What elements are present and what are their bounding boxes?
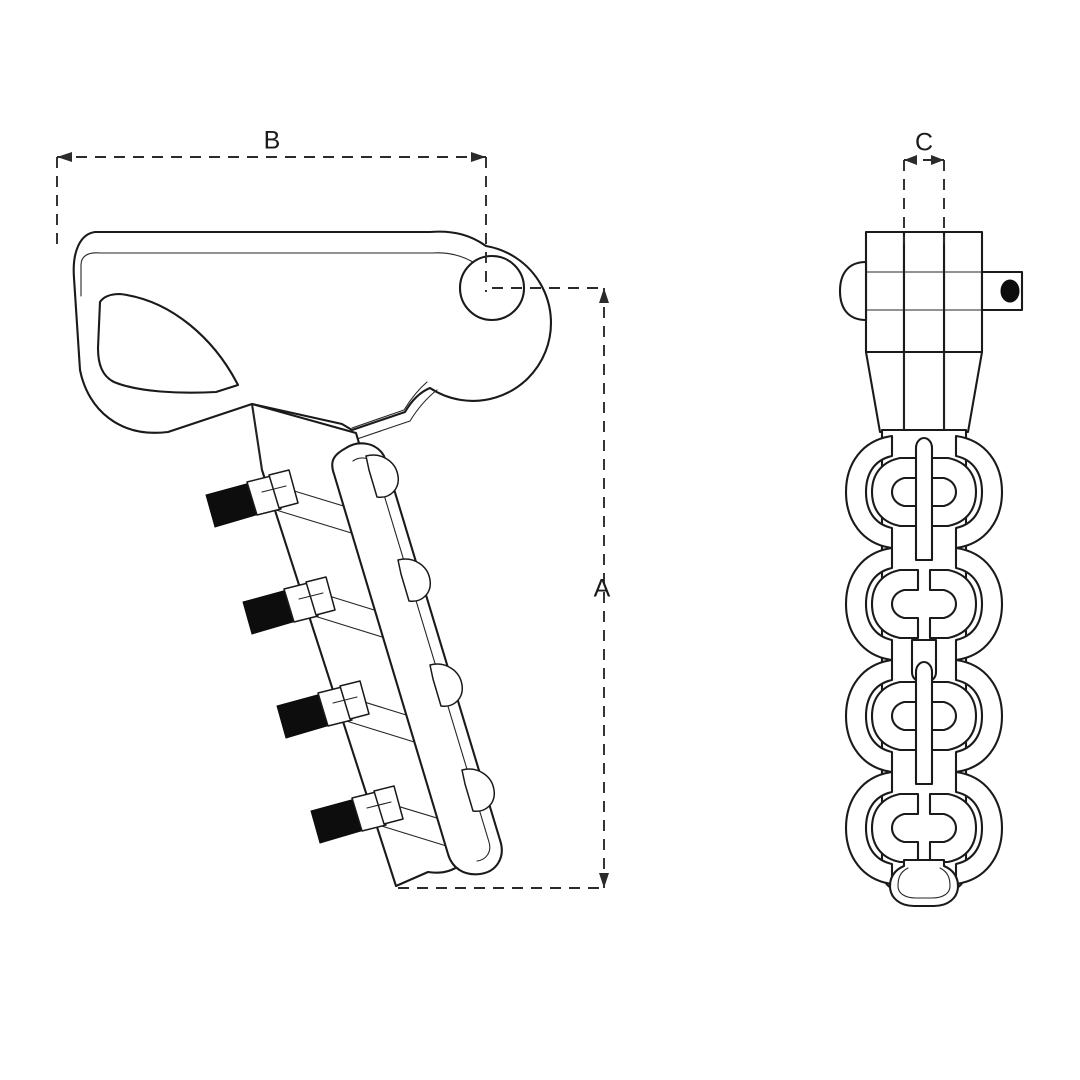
strap-loop <box>429 663 463 707</box>
dimension-label-B: B <box>264 127 281 155</box>
u-bolt-loop-station-1 <box>844 434 1004 562</box>
dimension-A: A <box>398 287 611 889</box>
front-elevation-view <box>838 230 1024 908</box>
clevis-fork <box>838 230 1024 354</box>
dimension-B: B <box>56 127 487 292</box>
dim-A-arrow-bottom <box>599 873 609 888</box>
dimension-label-C: C <box>915 129 933 157</box>
u-bolt-loops <box>844 428 1004 908</box>
u-bolt-2 <box>242 576 336 635</box>
dim-A-arrow-top <box>599 288 609 303</box>
strap-loop <box>397 558 431 602</box>
keyhole-cutout <box>96 292 240 394</box>
cotter-pin <box>1000 279 1020 303</box>
u-bolt-loop-station-4 <box>844 770 1004 908</box>
u-bolt-4 <box>310 785 404 844</box>
dimension-C: C <box>903 129 945 244</box>
u-bolt-3 <box>276 680 370 739</box>
dim-B-arrow-left <box>57 152 72 162</box>
clamp-body-upper <box>72 230 553 440</box>
dim-C-arrow-left <box>904 155 917 165</box>
strap-loop <box>461 768 495 812</box>
u-bolt-assembly <box>205 469 404 844</box>
dimensions-layer: B A C <box>56 127 945 889</box>
u-bolt-1 <box>205 469 299 528</box>
side-elevation-view <box>72 230 553 888</box>
dim-B-arrow-right <box>471 152 486 162</box>
u-bolt-loop-station-3 <box>844 658 1004 786</box>
dim-C-arrow-right <box>931 155 944 165</box>
dimension-label-A: A <box>594 575 611 603</box>
u-bolt-strap <box>331 442 503 876</box>
clamp-neck <box>864 350 984 434</box>
strap-loop <box>365 454 399 498</box>
